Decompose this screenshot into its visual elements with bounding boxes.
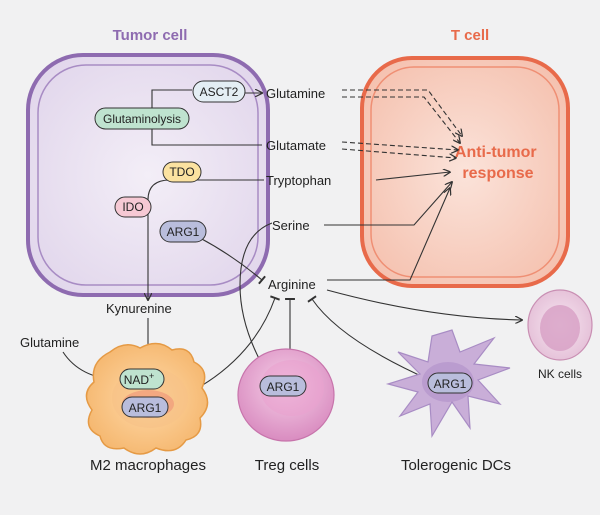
glutamine-label: Glutamine: [266, 86, 325, 101]
anti-tumor-response-label: Anti-tumor response: [455, 144, 541, 182]
glutamine-left-label: Glutamine: [20, 335, 79, 350]
glutamate-dashed-2: [341, 148, 456, 158]
glutaminolysis-to-asct2-line: [151, 89, 192, 108]
serine-to-treg-arrow: [239, 222, 273, 378]
glutamate-dashed-1: [341, 141, 458, 150]
ido-pill: IDO: [114, 196, 152, 218]
tumor-arg1-inhibition: [199, 237, 266, 285]
dcs-arg1-inhibition: [307, 295, 431, 381]
anti-tumor-line1: Anti-tumor: [455, 144, 537, 161]
arginine-label: Arginine: [268, 277, 316, 292]
tumor-cell: [26, 53, 270, 297]
tumor-arg1-label: ARG1: [167, 225, 200, 239]
tumor-arg1-pill: ARG1: [159, 220, 207, 243]
nad-text: NAD: [124, 373, 150, 387]
dcs-caption: Tolerogenic DCs: [401, 457, 511, 474]
glutamine-dashed-1: [342, 89, 462, 136]
asct2-pill: ASCT2: [192, 80, 246, 103]
nad-pill: NAD+: [119, 368, 165, 390]
m2-caption: M2 macrophages: [90, 457, 206, 474]
tryptophan-label: Tryptophan: [266, 173, 331, 188]
glutaminolysis-label: Glutaminolysis: [103, 112, 181, 126]
nk-caption: NK cells: [538, 367, 582, 381]
t-cell: [360, 56, 570, 288]
t-cell-title: T cell: [451, 27, 489, 44]
nad-superscript: +: [149, 371, 154, 381]
arginine-to-response-arrow: [327, 188, 450, 281]
treg-arg1-pill: ARG1: [259, 375, 307, 397]
glutaminolysis-pill: Glutaminolysis: [94, 107, 190, 130]
serine-label: Serine: [272, 218, 310, 233]
anti-tumor-line2: response: [462, 165, 533, 182]
serine-to-response-arrow: [324, 182, 452, 226]
nk-cell: [527, 289, 593, 361]
asct2-label: ASCT2: [200, 85, 239, 99]
tryptophan-to-response-arrow: [375, 172, 450, 181]
tdo-pill: TDO: [162, 161, 202, 183]
kynurenine-label: Kynurenine: [106, 301, 172, 316]
dcs-arg1-label: ARG1: [434, 377, 467, 391]
m2-arg1-label: ARG1: [129, 401, 162, 415]
nad-label: NAD+: [124, 371, 155, 387]
tumor-cell-title: Tumor cell: [113, 27, 188, 44]
m2-arg1-pill: ARG1: [121, 396, 169, 418]
treg-arg1-label: ARG1: [267, 380, 300, 394]
arginine-to-nk-arrow: [326, 289, 522, 320]
glutamate-label: Glutamate: [266, 138, 326, 153]
treg-caption: Treg cells: [255, 457, 319, 474]
dcs-arg1-pill: ARG1: [427, 372, 473, 394]
ido-label: IDO: [122, 200, 143, 214]
glutaminolysis-to-glutamate-line: [151, 128, 262, 146]
tdo-label: TDO: [169, 165, 194, 179]
glutamine-dashed-2: [342, 96, 460, 143]
